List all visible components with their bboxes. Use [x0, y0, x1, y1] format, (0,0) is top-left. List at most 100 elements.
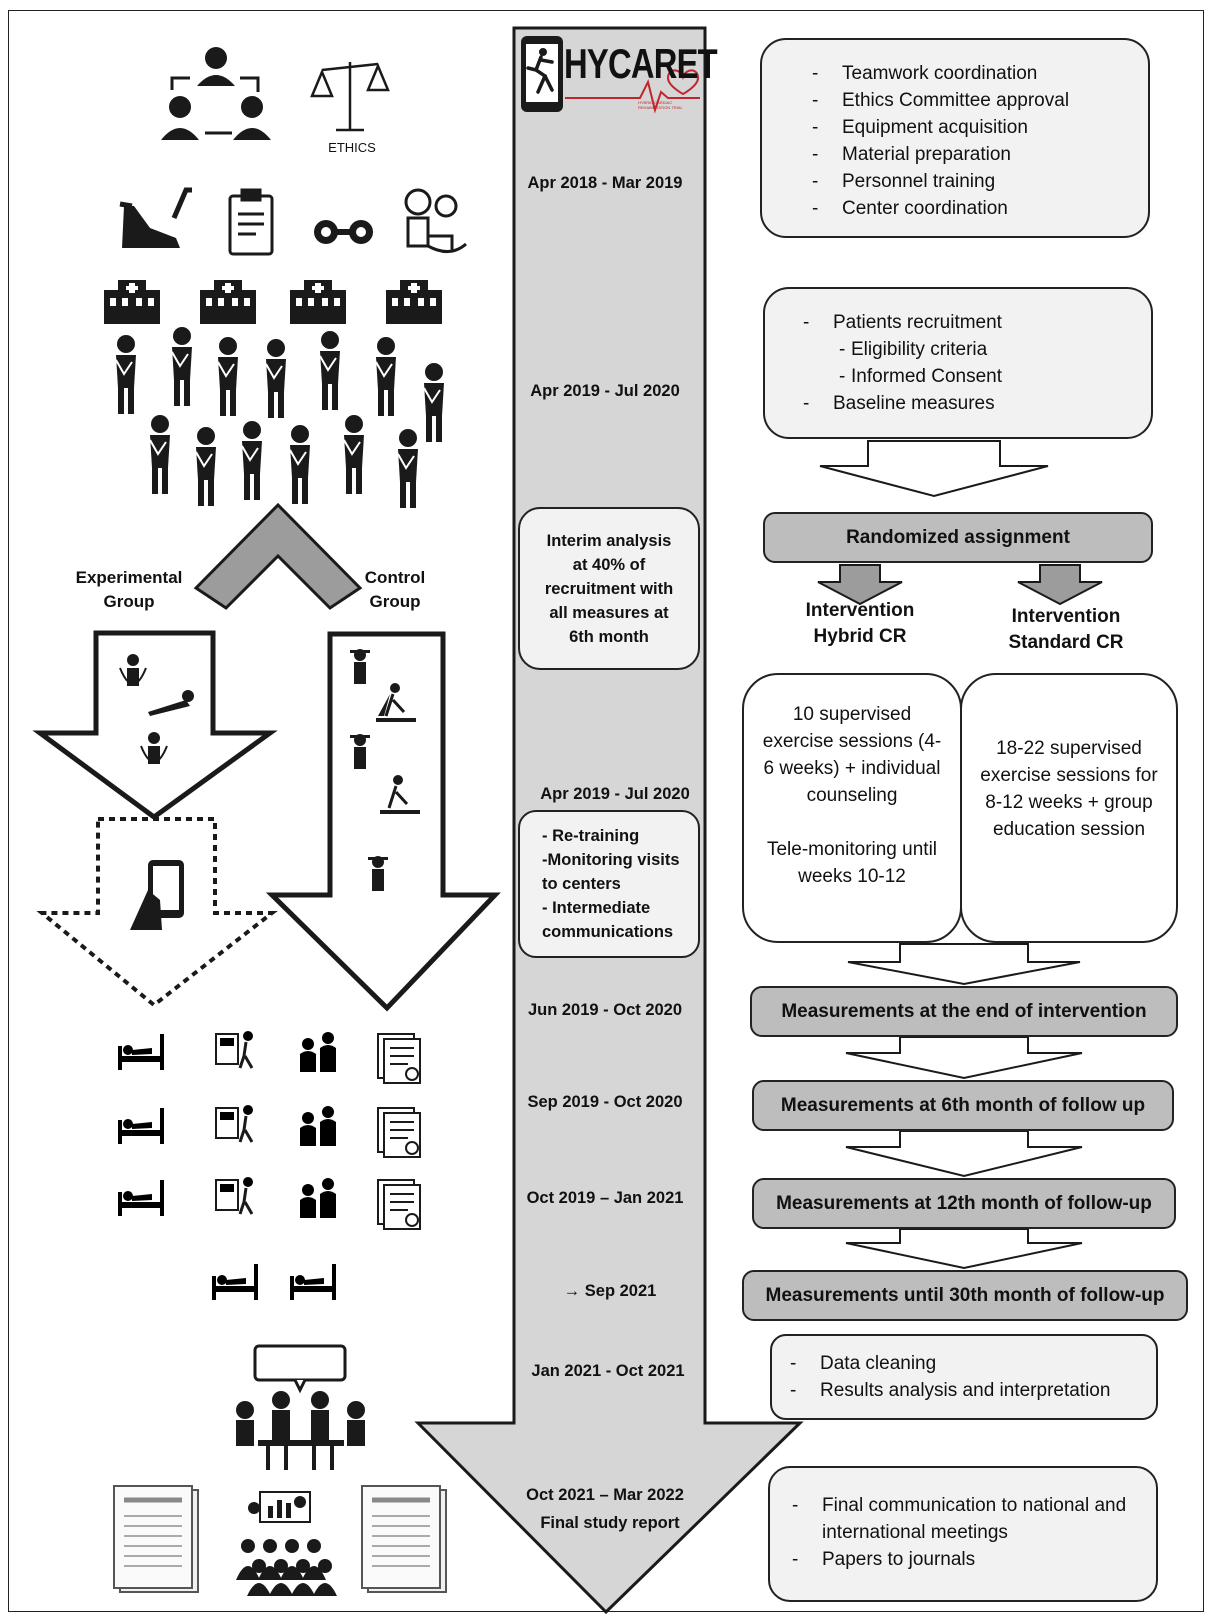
doctor-consultation-icon [300, 1178, 336, 1218]
hospital-bed-icon [290, 1264, 336, 1300]
paper-document-icon-2 [361, 1485, 447, 1593]
recruitment-item: Baseline measures [803, 390, 1151, 417]
analysis-box: Data cleaningResults analysis and interp… [770, 1334, 1158, 1420]
preparation-item: Material preparation [812, 141, 1148, 168]
questionnaire-icon [377, 1107, 421, 1158]
final-communication-list: Final communication to national and inte… [792, 1492, 1156, 1573]
patient-figure-icon [241, 421, 262, 500]
patient-figure-icon [195, 427, 216, 506]
standard-cr-box: 18-22 supervised exercise sessions for 8… [960, 673, 1178, 943]
patient-figure-icon [115, 335, 136, 414]
standard-arrow [1017, 564, 1103, 606]
date-6-month: Sep 2019 - Oct 2020 [527, 1093, 683, 1111]
recruitment-list: Patients recruitmentEligibility criteria… [803, 309, 1151, 417]
measurements-end-intervention-box: Measurements at the end of intervention [750, 986, 1178, 1037]
date-phase3: Apr 2019 - Jul 2020 [540, 785, 690, 803]
analysis-item: Results analysis and interpretation [790, 1377, 1156, 1404]
smartphone-hand-icon [130, 860, 184, 930]
recruitment-box: Patients recruitmentEligibility criteria… [763, 287, 1153, 439]
final-communication-item: Final communication to national and inte… [792, 1492, 1156, 1546]
stress-test-icon [215, 1031, 254, 1069]
ethics-scale-icon [310, 62, 390, 132]
control-arrow [265, 631, 501, 1012]
downward-arrow-2 [847, 943, 1081, 986]
intervention-hybrid-label: Intervention Hybrid CR [805, 600, 915, 647]
final-study-report-label: Final study report [540, 1514, 680, 1532]
patient-figures [115, 327, 444, 508]
date-phase1: Apr 2018 - Mar 2019 [527, 174, 683, 192]
experimental-arrow [32, 630, 278, 821]
intervention-standard-label: Intervention Standard CR [1008, 606, 1124, 653]
interim-analysis-text: Interim analysis at 40% of recruitment w… [544, 531, 674, 646]
hybrid-cr-box: 10 supervised exercise sessions (4-6 wee… [742, 673, 962, 943]
measurement-icons [118, 1031, 421, 1300]
patient-figure-icon [289, 425, 310, 504]
jump-rope-icon [119, 654, 147, 686]
teamwork-icon [161, 47, 271, 140]
control-group-label: Control Group [364, 568, 426, 611]
patient-figure-icon [397, 429, 418, 508]
group-split-chevron [193, 502, 363, 610]
blood-pressure-icon [404, 188, 467, 253]
analysis-item: Data cleaning [790, 1350, 1156, 1377]
logo-heart-icon [666, 69, 700, 96]
preparation-item: Ethics Committee approval [812, 87, 1148, 114]
patient-figure-icon [265, 339, 286, 418]
hybrid-arrow [817, 564, 903, 606]
hospital-bed-icon [118, 1108, 164, 1144]
final-communication-item: Papers to journals [792, 1546, 1156, 1573]
preparation-list: Teamwork coordinationEthics Committee ap… [812, 60, 1148, 222]
hybrid-cr-description: 10 supervised exercise sessions (4-6 wee… [762, 704, 942, 806]
logo-text: HYCARET [564, 40, 718, 87]
hospital-bed-icon [118, 1180, 164, 1216]
date-12-month: Oct 2019 – Jan 2021 [526, 1189, 684, 1207]
patient-figure-icon [171, 327, 192, 406]
randomized-assignment-box: Randomized assignment [763, 512, 1153, 563]
hospital-bed-icon [118, 1034, 164, 1070]
paper-document-icon [113, 1485, 199, 1593]
measurements-12-month-box: Measurements at 12th month of follow-up [752, 1178, 1176, 1229]
patient-figure-icon [217, 337, 238, 416]
preparation-item: Teamwork coordination [812, 60, 1148, 87]
hybrid-cr-telemonitoring: Tele-monitoring until weeks 10-12 [766, 839, 938, 887]
standard-cr-description: 18-22 supervised exercise sessions for 8… [980, 738, 1158, 840]
stress-test-icon [215, 1105, 254, 1143]
measurements-6-month-box: Measurements at 6th month of follow up [752, 1080, 1174, 1131]
dumbbell-icon [314, 220, 373, 244]
clipboard-icon [228, 188, 274, 256]
retraining-item-1: - Re-training [542, 827, 640, 845]
doctor-consultation-icon [300, 1106, 336, 1146]
patient-figure-icon [375, 337, 396, 416]
retraining-item-3: - Intermediate communications [542, 899, 674, 941]
date-analysis: Jan 2021 - Oct 2021 [531, 1362, 685, 1380]
preparation-item: Equipment acquisition [812, 114, 1148, 141]
patient-figure-icon [319, 331, 340, 410]
experimental-group-label: Experimental Group [75, 568, 183, 611]
patient-figure-icon [149, 415, 170, 494]
downward-arrow-4 [845, 1130, 1083, 1178]
runner-lines [384, 693, 409, 809]
doctor-consultation-icon [300, 1032, 336, 1072]
final-communication-box: Final communication to national and inte… [768, 1466, 1158, 1602]
date-phase2: Apr 2019 - Jul 2020 [530, 382, 680, 400]
stress-test-icon [215, 1177, 254, 1215]
logo-heartbeat-line [565, 79, 700, 114]
hospital-icons [104, 280, 442, 324]
interim-analysis-box: Interim analysis at 40% of recruitment w… [518, 507, 700, 670]
preparation-item: Center coordination [812, 195, 1148, 222]
patient-figure-icon [343, 415, 364, 494]
jump-rope-icon-2 [140, 732, 168, 764]
retraining-item-2: -Monitoring visits to centers [542, 851, 680, 893]
recruitment-item: Eligibility criteria [803, 336, 1151, 363]
date-30-month: → Sep 2021 [563, 1282, 657, 1300]
downward-arrow-5 [845, 1228, 1083, 1270]
recruitment-item: Patients recruitment [803, 309, 1151, 336]
date-end-intervention: Jun 2019 - Oct 2020 [527, 1001, 683, 1019]
exercise-bike-icon [119, 187, 192, 248]
logo-phone-icon [521, 36, 563, 112]
measurements-30-month-box: Measurements until 30th month of follow-… [742, 1270, 1188, 1321]
retraining-box: - Re-training -Monitoring visits to cent… [518, 810, 700, 958]
recruitment-item: Informed Consent [803, 363, 1151, 390]
